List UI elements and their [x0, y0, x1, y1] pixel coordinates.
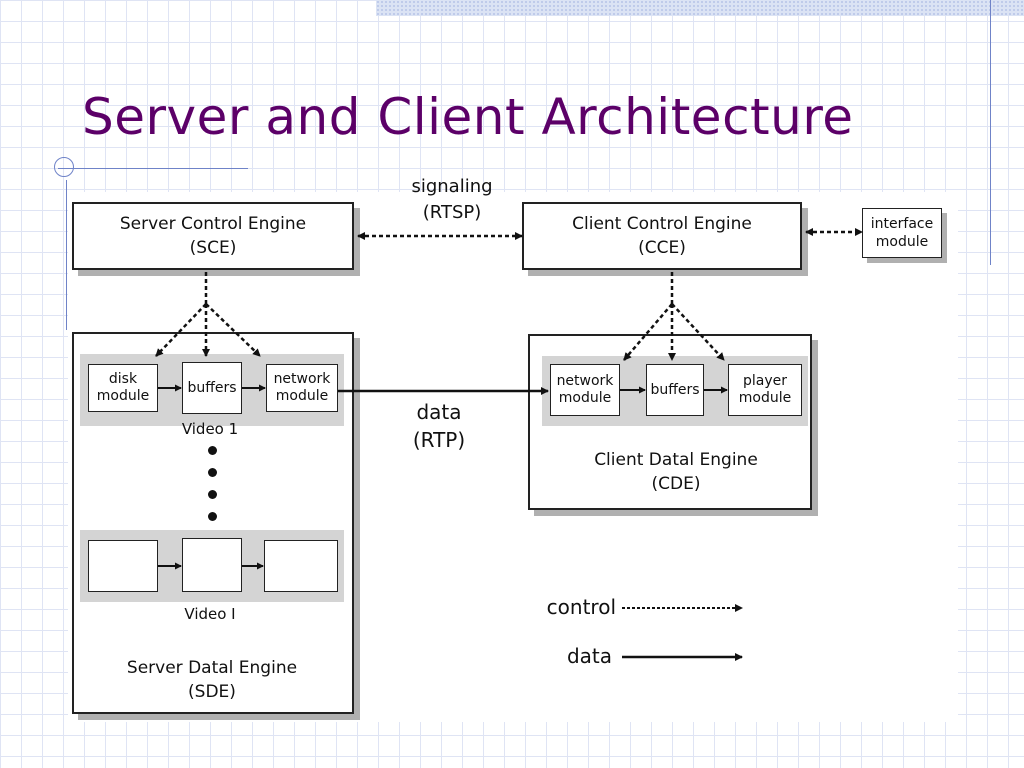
- player-module: player module: [728, 364, 802, 416]
- signaling-label: signaling (RTSP): [411, 176, 493, 223]
- videoI-module-2: [182, 538, 242, 592]
- ellipsis-dot: [208, 512, 217, 521]
- right-decorative-rule: [990, 0, 991, 265]
- videoI-module-1: [88, 540, 158, 592]
- data-link-label: data (RTP): [412, 400, 466, 452]
- cce-control-arrow: [671, 303, 725, 361]
- sde-buffers: buffers: [182, 362, 242, 414]
- slide-title: Server and Client Architecture: [82, 88, 854, 146]
- disk-module: disk module: [88, 364, 158, 412]
- left-decorative-rule: [66, 180, 67, 330]
- cce-control-arrow: [623, 303, 673, 361]
- videoI-module-3: [264, 540, 338, 592]
- top-decorative-band: [376, 0, 1024, 16]
- sce-label: Server Control Engine (SCE): [119, 214, 307, 258]
- interface-module-label: interface module: [870, 216, 934, 250]
- cde-network-module: network module: [550, 364, 620, 416]
- client-control-engine-box: Client Control Engine (CCE): [522, 202, 802, 270]
- video1-label: Video 1: [181, 420, 239, 438]
- sde-label: Server Datal Engine (SDE): [126, 658, 298, 702]
- cce-label: Client Control Engine (CCE): [572, 214, 752, 258]
- ellipsis-dot: [208, 490, 217, 499]
- videoI-label: Video I: [184, 605, 236, 623]
- legend-control-label: control: [546, 595, 616, 619]
- cde-label: Client Datal Engine (CDE): [594, 450, 758, 494]
- sce-control-arrow: [155, 303, 207, 357]
- server-control-engine-box: Server Control Engine (SCE): [72, 202, 354, 270]
- ellipsis-dot: [208, 446, 217, 455]
- title-bullet-circle: [54, 157, 74, 177]
- cde-buffers: buffers: [646, 364, 704, 416]
- sce-control-arrow: [205, 303, 261, 357]
- title-underline: [58, 168, 248, 169]
- legend-data-label: data: [566, 644, 612, 668]
- sde-network-module: network module: [266, 364, 338, 412]
- ellipsis-dot: [208, 468, 217, 477]
